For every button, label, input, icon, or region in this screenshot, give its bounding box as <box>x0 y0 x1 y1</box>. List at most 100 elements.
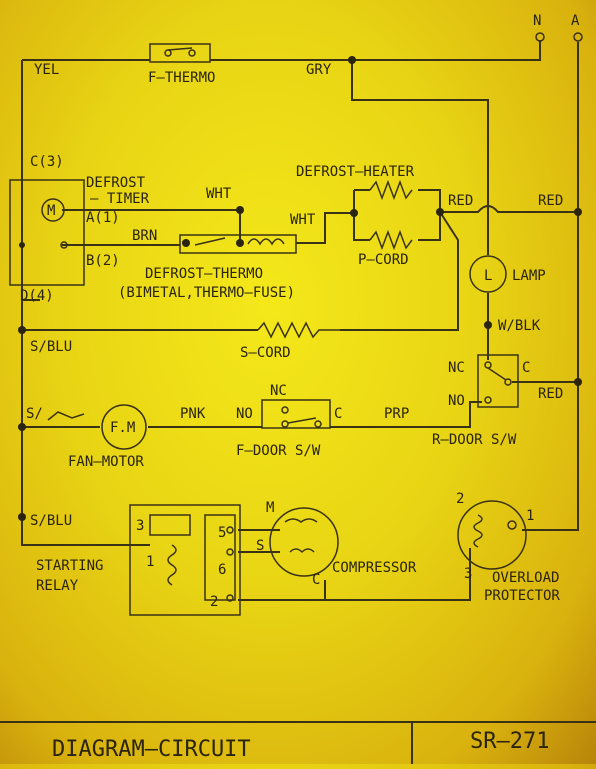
wire-label-pnk: PNK <box>180 406 206 422</box>
timer-motor-symbol <box>41 198 65 222</box>
junction-dot <box>182 239 190 247</box>
thermo-fuse-coil <box>247 238 285 246</box>
junction-dot <box>18 513 26 521</box>
ol-pin-3-label: 3 <box>464 566 472 582</box>
starting-relay-box <box>129 504 241 616</box>
r-door-c-label: C <box>522 360 530 376</box>
r-door-contact-nc <box>484 361 492 369</box>
wire-left-bus <box>21 60 150 546</box>
ol-pin-2-label: 2 <box>456 491 464 507</box>
wire-wht-heater <box>296 212 354 244</box>
terminal-a <box>573 32 583 42</box>
title-block-border <box>0 721 596 764</box>
wire-label-sblu-2: S/BLU <box>30 513 72 529</box>
junction-dot <box>436 208 444 216</box>
junction-dot <box>19 242 25 248</box>
terminal-a-label: A <box>571 13 580 29</box>
junction-dot <box>18 423 26 431</box>
junction-dot <box>350 209 358 217</box>
defrost-thermo: DEFROST–THERMO (BIMETAL,THERMO–FUSE) <box>118 234 297 301</box>
starting-relay-label-1: STARTING <box>36 558 103 574</box>
relay-pin-3-label: 3 <box>136 518 144 534</box>
defrost-timer-box <box>9 179 85 286</box>
wire-label-red-2: RED <box>538 193 563 209</box>
fan-motor-symbol-text: F.M <box>110 420 135 436</box>
compressor-m-label: M <box>266 500 274 516</box>
r-door-contact-no <box>484 396 492 404</box>
fan-motor: F.M FAN–MOTOR S/ <box>26 404 147 470</box>
terminal-n <box>535 32 545 42</box>
compressor-c-label: C <box>312 572 320 588</box>
f-door-contact-no <box>281 420 289 428</box>
model-number: SR–271 <box>470 729 549 754</box>
f-door-contact-c <box>314 420 322 428</box>
diagram-title: DIAGRAM–CIRCUIT <box>52 737 251 762</box>
r-door-contact-c <box>504 378 512 386</box>
supply-terminals: N A <box>533 13 583 42</box>
compressor: M S C COMPRESSOR <box>256 500 417 588</box>
relay-terminal-5 <box>226 526 234 534</box>
wire-gry-lamp <box>351 60 489 255</box>
junction-dot <box>574 378 582 386</box>
p-cord-label: P–CORD <box>358 252 409 268</box>
f-door-no-label: NO <box>236 406 253 422</box>
wire-red-top <box>440 205 578 213</box>
pin-b2-label: B(2) <box>86 253 120 269</box>
f-thermo-arm <box>167 47 193 51</box>
f-thermo: F–THERMO <box>148 43 215 86</box>
f-door-nc-label: NC <box>270 383 287 399</box>
compressor-symbol <box>269 507 339 577</box>
wire-heater-branch <box>353 189 441 241</box>
relay-terminal-6 <box>226 548 234 556</box>
r-door-switch-label: R–DOOR S/W <box>432 432 517 448</box>
defrost-thermo-bimetal <box>194 237 226 246</box>
relay-pin-5-label: 5 <box>218 525 226 541</box>
f-door-switch-label: F–DOOR S/W <box>236 443 321 459</box>
defrost-heater-label: DEFROST–HEATER <box>296 164 415 180</box>
f-door-switch: NC NO C F–DOOR S/W <box>236 383 342 459</box>
fan-s-label: S/ <box>26 406 43 422</box>
wire-red-scord <box>340 211 459 331</box>
starting-relay-label-2: RELAY <box>36 578 79 594</box>
compressor-label: COMPRESSOR <box>332 560 417 576</box>
r-door-nc-label: NC <box>448 360 465 376</box>
ol-pin-1-label: 1 <box>526 508 534 524</box>
timer-motor-letter: M <box>47 203 55 219</box>
pin-a1-label: A(1) <box>86 210 120 226</box>
wire-label-brn: BRN <box>132 228 157 244</box>
overload-protector: 2 1 3 OVERLOAD PROTECTOR <box>456 491 560 604</box>
junction-dot <box>574 208 582 216</box>
wire-relay-comp <box>238 529 326 601</box>
lamp-label: LAMP <box>512 268 546 284</box>
overload-label-2: PROTECTOR <box>484 588 560 604</box>
wire-label-wblk: W/BLK <box>498 318 541 334</box>
f-thermo-label: F–THERMO <box>148 70 215 86</box>
wire-right-bus <box>540 42 579 531</box>
junction-dot <box>348 56 356 64</box>
defrost-heater: DEFROST–HEATER P–CORD <box>296 164 415 268</box>
f-door-contact-nc <box>281 406 289 414</box>
junction-dot <box>18 326 26 334</box>
timer-contact <box>60 241 68 249</box>
defrost-thermo-label-1: DEFROST–THERMO <box>145 266 263 282</box>
relay-terminal-2 <box>226 594 234 602</box>
f-thermo-contact <box>188 49 196 57</box>
relay-pin-1-label: 1 <box>146 554 154 570</box>
relay-terminal-block <box>204 514 236 601</box>
wire-ol-return <box>240 548 471 601</box>
lamp-symbol <box>469 255 507 293</box>
fan-motor-symbol <box>101 404 147 450</box>
wire-label-wht-2: WHT <box>290 212 316 228</box>
f-thermo-contact <box>164 49 172 57</box>
overload-disc <box>507 520 517 530</box>
wire-label-red-3: RED <box>538 386 563 402</box>
s-cord: S–CORD <box>240 321 340 361</box>
compressor-winding-main <box>284 518 318 523</box>
wire-label-gry: GRY <box>306 62 332 78</box>
lamp-letter: L <box>484 268 492 284</box>
r-door-no-label: NO <box>448 393 465 409</box>
defrost-thermo-box <box>179 234 297 254</box>
r-door-arm <box>487 367 507 381</box>
